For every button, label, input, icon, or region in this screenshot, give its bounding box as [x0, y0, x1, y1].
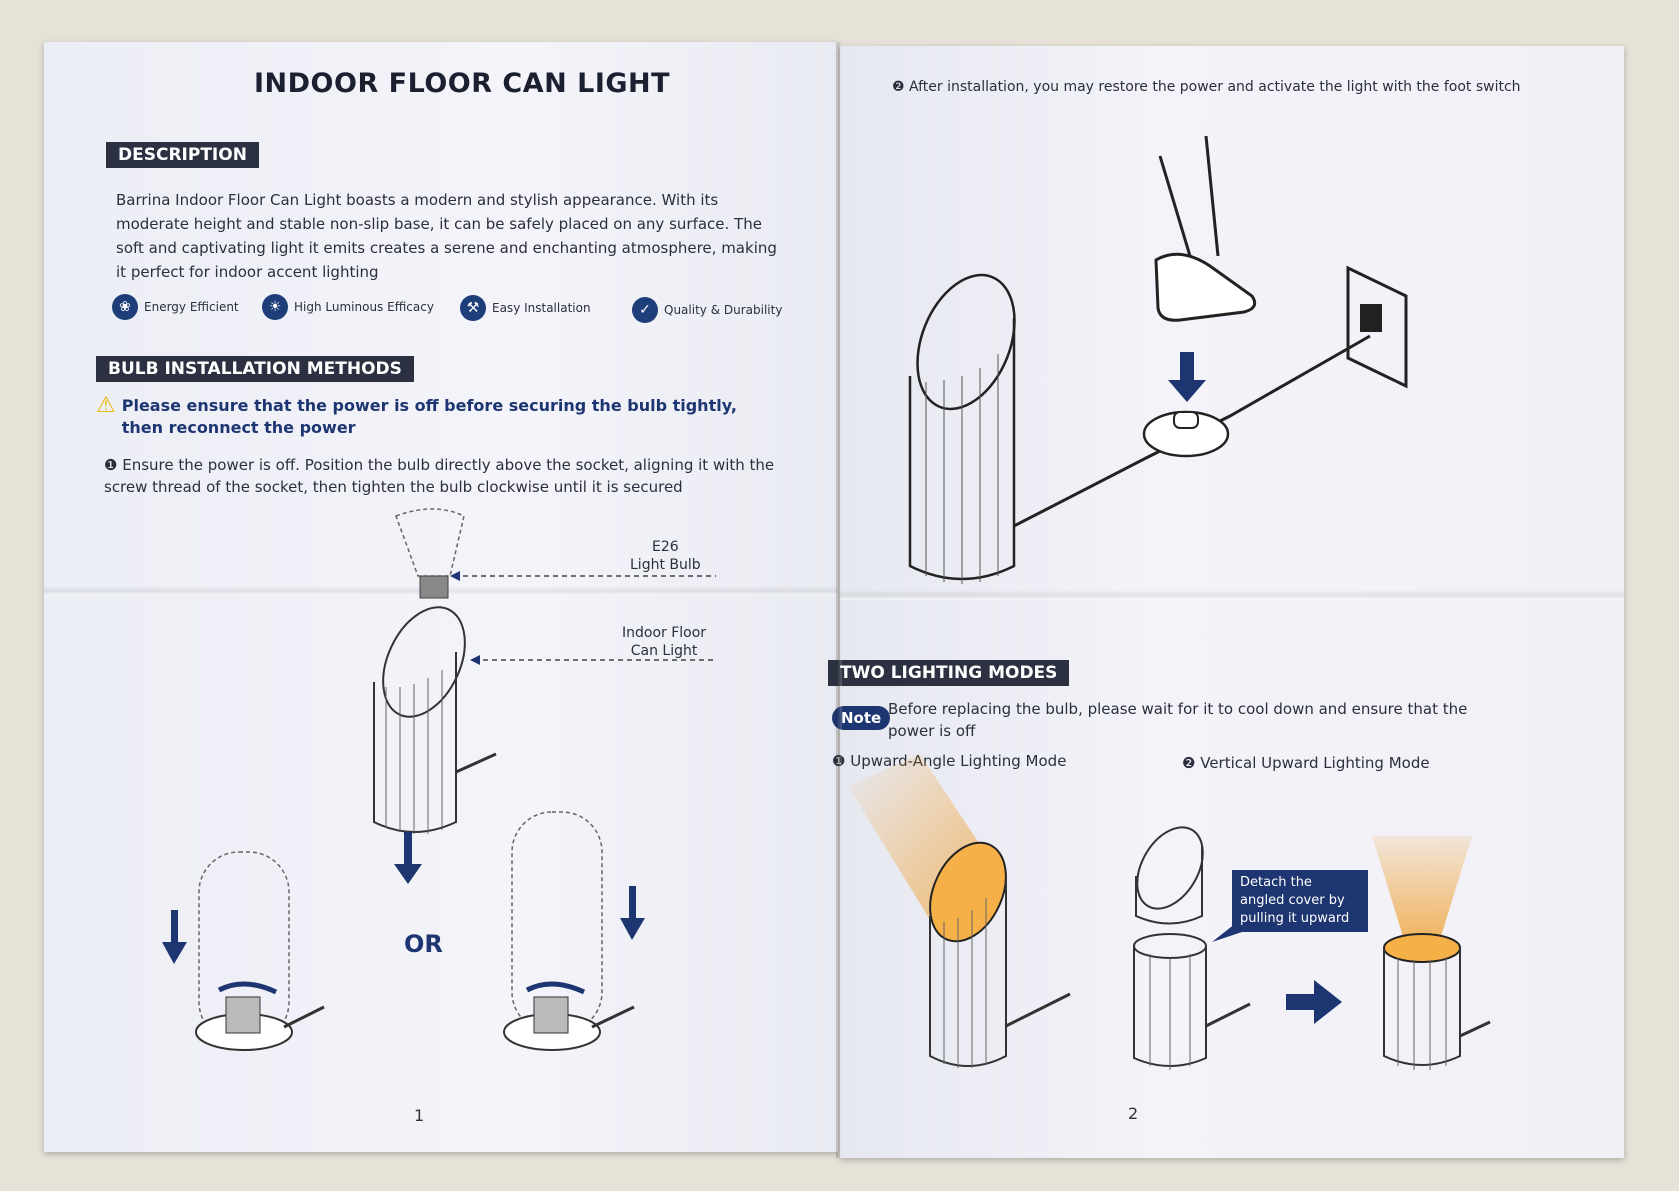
step-1: ❶ Ensure the power is off. Position the …: [104, 454, 794, 498]
cover-body: [1135, 846, 1203, 925]
leader-arrow: [470, 655, 480, 665]
foot-switch-diagram: [908, 135, 1408, 584]
power-cord: [283, 1005, 325, 1029]
shoe-icon: [1154, 252, 1257, 322]
warning-text: Please ensure that the power is off befo…: [121, 396, 737, 437]
mode-marker: ❶: [832, 752, 845, 770]
step-marker: ❶: [104, 456, 118, 474]
shield-icon: ✓: [632, 297, 658, 323]
bulb-base: [419, 575, 449, 599]
power-cord: [1005, 992, 1071, 1028]
can-top: [382, 606, 466, 718]
or-label: OR: [404, 930, 443, 958]
feature-energy: ❀ Energy Efficient: [112, 294, 239, 320]
angled-cover: [1136, 826, 1204, 910]
power-cord: [455, 752, 497, 774]
arrow-down-icon: [1168, 352, 1206, 402]
feature-label: Quality & Durability: [664, 303, 783, 317]
right-page: ❷ After installation, you may restore th…: [828, 46, 1624, 1158]
mode-label: Vertical Upward Lighting Mode: [1200, 754, 1430, 772]
callout-bulb: E26 Light Bulb: [630, 538, 701, 574]
power-cord: [1459, 1020, 1491, 1038]
callout-can: Indoor Floor Can Light: [622, 624, 706, 660]
step-text: Ensure the power is off. Position the bu…: [104, 456, 775, 496]
page-number: 1: [414, 1106, 425, 1125]
feature-quality: ✓ Quality & Durability: [632, 297, 782, 323]
can-body: [929, 876, 1007, 1067]
bulb-installation-diagram: [162, 508, 716, 1051]
spine-crease: [836, 42, 842, 1158]
socket: [533, 996, 569, 1034]
step-text: After installation, you may restore the …: [909, 79, 1521, 95]
light-beam: [1372, 836, 1472, 946]
callout-line: Light Bulb: [630, 557, 701, 573]
arrow-down-icon: [620, 886, 645, 940]
rotate-arrow-icon: [525, 981, 586, 995]
callout-line: Can Light: [630, 643, 698, 659]
switch-button: [1173, 411, 1199, 429]
bulb-installation-heading: BULB INSTALLATION METHODS: [96, 356, 414, 382]
mode-marker: ❷: [1182, 754, 1196, 772]
callout-line: Indoor Floor: [622, 625, 707, 641]
can-ghost: [198, 851, 290, 1043]
plug-icon: [1360, 304, 1382, 332]
step-marker: ❷: [892, 79, 905, 95]
page-title: INDOOR FLOOR CAN LIGHT: [254, 68, 671, 99]
description-heading: DESCRIPTION: [106, 142, 259, 168]
feature-label: Easy Installation: [492, 301, 591, 315]
warning-notice: ⚠ Please ensure that the power is off be…: [96, 395, 776, 439]
lighting-modes-heading: TWO LIGHTING MODES: [828, 660, 1070, 686]
wrench-icon: ⚒: [460, 295, 486, 321]
bulb-outline: [395, 508, 465, 577]
description-text: Barrina Indoor Floor Can Light boasts a …: [116, 191, 777, 281]
feature-label: High Luminous Efficacy: [294, 300, 434, 314]
power-cord: [591, 1005, 635, 1029]
leg-line: [1158, 155, 1192, 257]
can-top-glowing: [1383, 933, 1461, 963]
arrow-down-icon: [394, 832, 422, 884]
can-top-glowing: [929, 841, 1007, 943]
can-body: [1383, 948, 1461, 1066]
arrow-down-icon: [162, 910, 187, 964]
fold-crease: [840, 590, 1624, 600]
leaf-icon: ❀: [112, 294, 138, 320]
note-badge: Note: [832, 706, 891, 730]
power-cord: [1205, 1002, 1251, 1028]
callout-line: E26: [651, 539, 679, 555]
step-2: ❷ After installation, you may restore th…: [892, 76, 1612, 98]
warning-icon: ⚠: [96, 393, 116, 418]
page-number: 2: [1128, 1104, 1139, 1123]
feature-efficacy: ☀ High Luminous Efficacy: [262, 294, 434, 320]
arrow-right-icon: [1286, 980, 1342, 1024]
mode-2: ❷ Vertical Upward Lighting Mode: [1182, 754, 1430, 772]
rotate-arrow-icon: [217, 981, 278, 995]
leg-line: [1204, 135, 1220, 257]
left-page: INDOOR FLOOR CAN LIGHT DESCRIPTION Barri…: [44, 42, 838, 1152]
detach-tip: Detach the angled cover by pulling it up…: [1232, 870, 1368, 932]
sun-icon: ☀: [262, 294, 288, 320]
feature-label: Energy Efficient: [144, 300, 239, 314]
socket: [225, 996, 261, 1034]
note-text: Before replacing the bulb, please wait f…: [888, 700, 1468, 740]
lighting-modes-diagram: [848, 754, 1491, 1070]
feature-installation: ⚒ Easy Installation: [460, 295, 591, 321]
can-rim: [1133, 933, 1207, 959]
wall-socket: [1346, 265, 1408, 389]
leader-arrow: [450, 571, 460, 581]
can-top: [916, 273, 1016, 411]
